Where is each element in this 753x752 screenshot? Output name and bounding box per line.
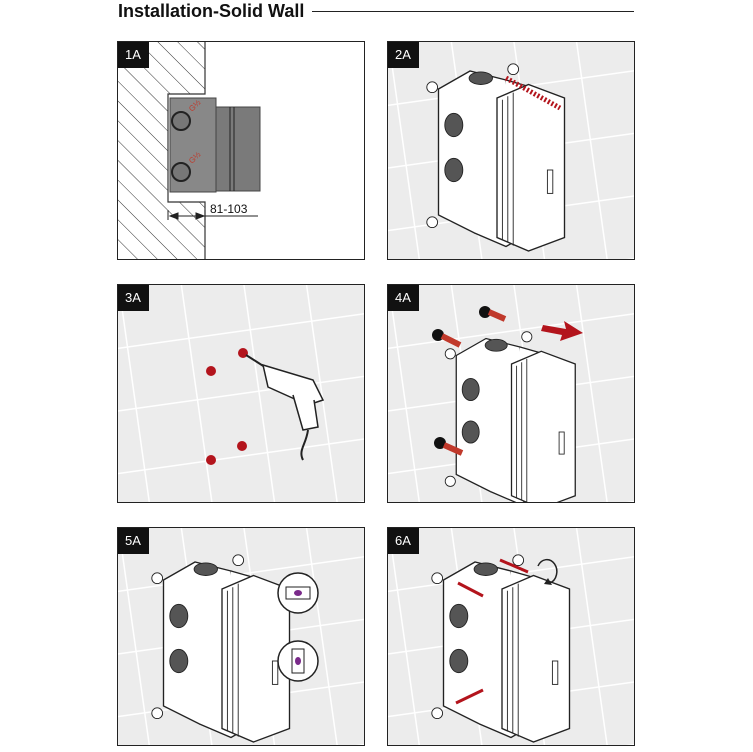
rotate-arrow-icon bbox=[537, 558, 558, 584]
screw-fixing-diagram bbox=[388, 528, 634, 745]
title-divider bbox=[312, 11, 634, 12]
step-panel-4a: 4A bbox=[387, 284, 635, 503]
wall-anchor bbox=[434, 437, 464, 456]
step-label: 5A bbox=[118, 528, 149, 554]
step-label: 2A bbox=[388, 42, 419, 68]
step-label: 1A bbox=[118, 42, 149, 68]
drill-point bbox=[206, 366, 216, 376]
drill-point bbox=[238, 348, 248, 358]
valve-marking-diagram bbox=[388, 42, 634, 259]
drill-point bbox=[206, 455, 216, 465]
step-panel-2a: 2A bbox=[387, 41, 635, 260]
step-panel-5a: 5A bbox=[117, 527, 365, 746]
drilling-diagram bbox=[118, 285, 364, 502]
page-title: Installation-Solid Wall bbox=[118, 1, 305, 21]
level-indicator-vertical bbox=[277, 640, 319, 682]
screw bbox=[455, 688, 484, 705]
anchor-insertion-diagram bbox=[388, 285, 634, 502]
step-label: 3A bbox=[118, 285, 149, 311]
step-panel-3a: 3A bbox=[117, 284, 365, 503]
drill-point bbox=[237, 441, 247, 451]
arrow-icon bbox=[541, 321, 583, 341]
drill-icon bbox=[245, 354, 325, 461]
wall-anchor bbox=[432, 329, 462, 348]
wall-section-diagram: G½ G½ 81-103 bbox=[118, 42, 261, 259]
leveling-diagram bbox=[118, 528, 364, 745]
wall-anchor bbox=[479, 306, 507, 322]
screw bbox=[499, 558, 529, 574]
screw bbox=[457, 581, 484, 598]
step-panel-1a: 1A G½ G½ 81-103 bbox=[117, 41, 365, 260]
dimension-label: 81-103 bbox=[210, 202, 248, 216]
step-panel-6a: 6A bbox=[387, 527, 635, 746]
step-label: 6A bbox=[388, 528, 419, 554]
level-indicator-horizontal bbox=[277, 572, 319, 614]
step-label: 4A bbox=[388, 285, 419, 311]
